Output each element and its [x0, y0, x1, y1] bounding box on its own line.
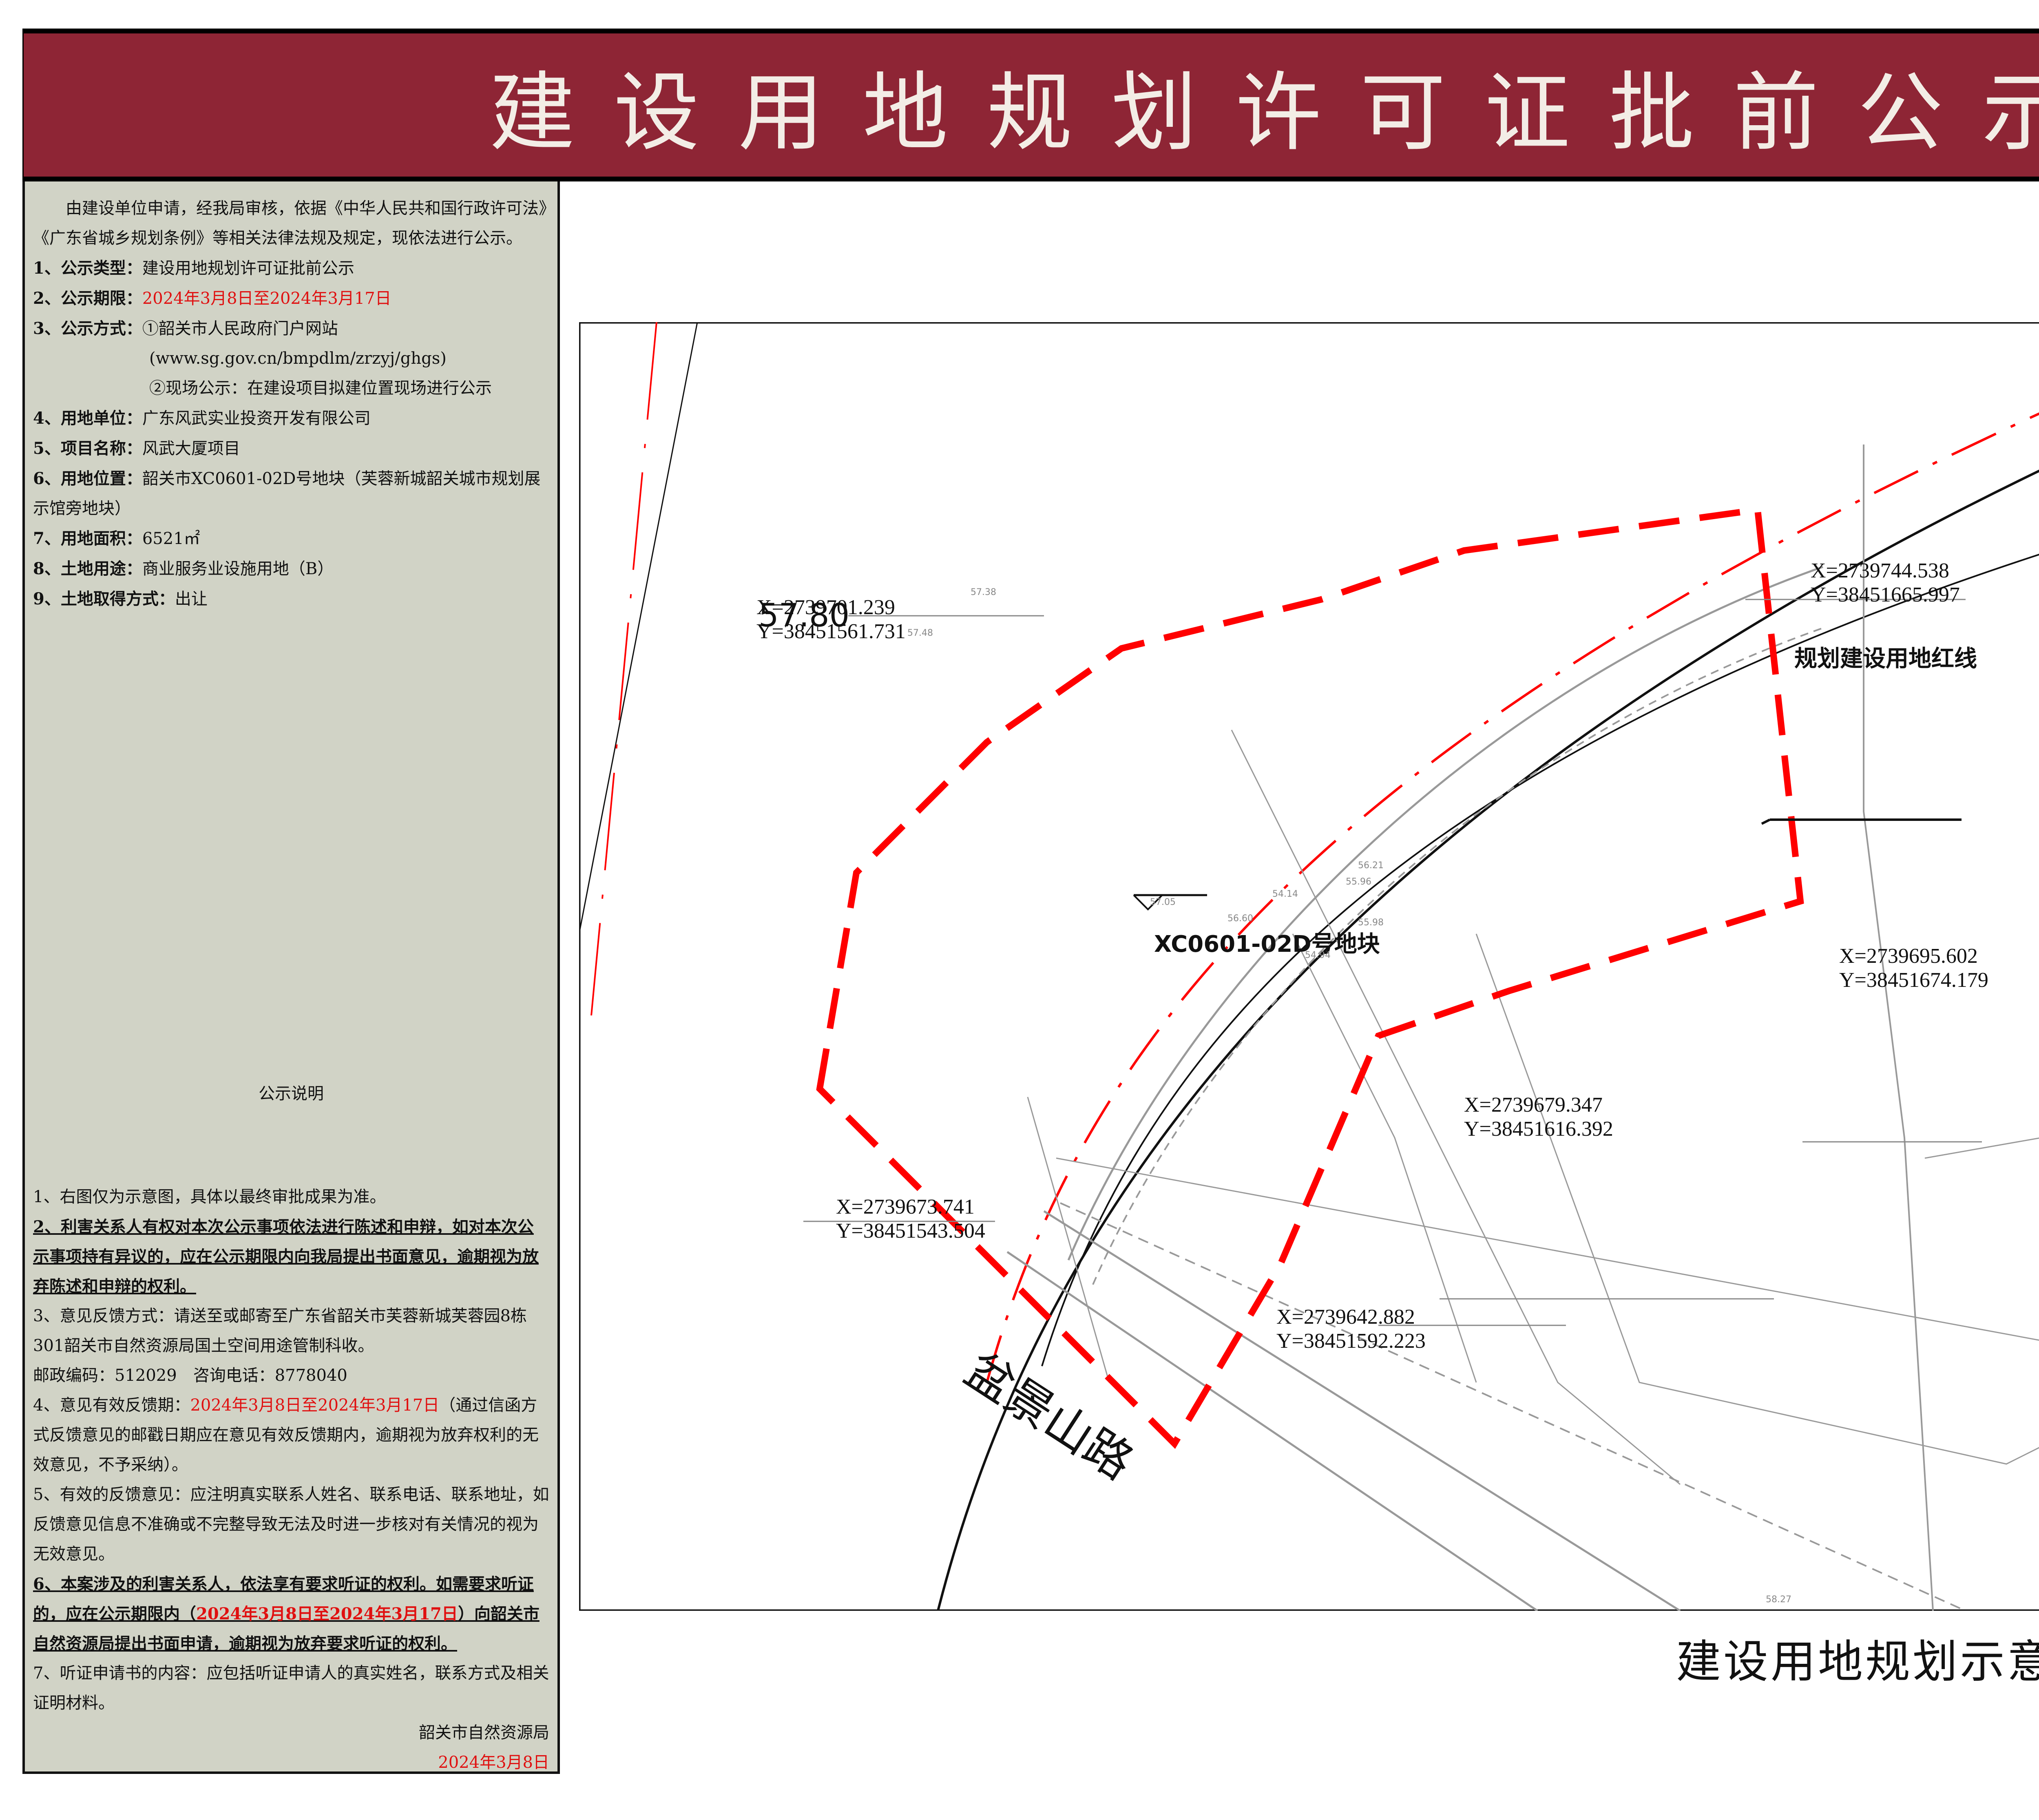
spot-height: 57.38	[971, 587, 996, 597]
explanation-item-1: 1、右图仅为示意图，具体以最终审批成果为准。	[33, 1188, 386, 1206]
notice-item-unit: 4、用地单位：广东风武实业投资开发有限公司	[33, 409, 371, 428]
page-title: 建设用地规划许可证批前公示	[489, 62, 2039, 163]
spot-height: 55.98	[1358, 918, 1384, 928]
notice-item-method: 3、公示方式：①韶关市人民政府门户网站	[33, 319, 338, 338]
notice-intro: 由建设单位申请，经我局审核，依据《中华人民共和国行政许可法》《广东省城乡规划条例…	[33, 199, 547, 248]
signature-date: 2024年3月8日	[438, 1753, 549, 1772]
explanation-item-3: 3、意见反馈方式：请送至或邮寄至广东省韶关市芙蓉新城芙蓉园8栋301韶关市自然资…	[33, 1307, 527, 1355]
notice-website-url: (www.sg.gov.cn/bmpdlm/zrzyj/ghgs)	[149, 349, 447, 368]
notice-item-project: 5、项目名称：风武大厦项目	[33, 439, 240, 458]
site-plan-map	[579, 322, 2039, 1611]
explanation-item-6: 6、本案涉及的利害关系人，依法享有要求听证的权利。如需要求听证的，应在公示期限内…	[33, 1575, 540, 1653]
spot-height: 55.96	[1346, 877, 1371, 887]
explanation-item-5: 5、有效的反馈意见：应注明真实联系人姓名、联系电话、联系地址，如反馈意见信息不准…	[33, 1485, 549, 1563]
parcel-elevation: 57.80	[759, 597, 850, 634]
spot-height: 56.60	[1227, 913, 1253, 924]
spot-height: 54.14	[1272, 889, 1298, 899]
map-title: 建设用地规划示意图	[1676, 1636, 2039, 1688]
notice-item-acquisition: 9、土地取得方式：出让	[33, 589, 208, 608]
redline-callout: 规划建设用地红线	[1794, 646, 1977, 672]
notice-item-location: 6、用地位置：韶关市XC0601-02D号地块（芙蓉新城韶关城市规划展示馆旁地块…	[33, 469, 541, 518]
notice-item-period: 2、公示期限：2024年3月8日至2024年3月17日	[33, 289, 391, 308]
explanation-item-2: 2、利害关系人有权对本次公示事项依法进行陈述和申辩，如对本次公示事项持有异议的，…	[33, 1217, 539, 1296]
spot-height: 56.21	[1358, 860, 1384, 871]
explanation-postal: 邮政编码：512029 咨询电话：8778040	[33, 1366, 347, 1385]
notice-item-area: 7、用地面积：6521㎡	[33, 529, 200, 548]
notice-item-type: 1、公示类型：建设用地规划许可证批前公示	[33, 259, 354, 278]
notice-item-use: 8、土地用途：商业服务业设施用地（B）	[33, 559, 334, 578]
explanation-title: 公示说明	[259, 1084, 324, 1103]
header-banner: 建设用地规划许可证批前公示	[22, 29, 2039, 181]
explanation-item-7: 7、听证申请书的内容：应包括听证申请人的真实姓名，联系方式及相关证明材料。	[33, 1664, 549, 1712]
spot-height: 57.48	[907, 628, 933, 638]
spot-height: 54.94	[1305, 950, 1331, 960]
spot-height: 58.27	[1766, 1594, 1791, 1605]
parcel-label: XC0601-02D号地块	[1154, 931, 1380, 958]
explanation-item-4: 4、意见有效反馈期：2024年3月8日至2024年3月17日（通过信函方式反馈意…	[33, 1396, 539, 1474]
signature: 韶关市自然资源局	[419, 1723, 549, 1742]
notice-panel: 由建设单位申请，经我局审核，依据《中华人民共和国行政许可法》《广东省城乡规划条例…	[22, 181, 560, 1774]
spot-height: 57.05	[1150, 897, 1176, 907]
notice-onsite: ②现场公示：在建设项目拟建位置现场进行公示	[149, 379, 492, 398]
